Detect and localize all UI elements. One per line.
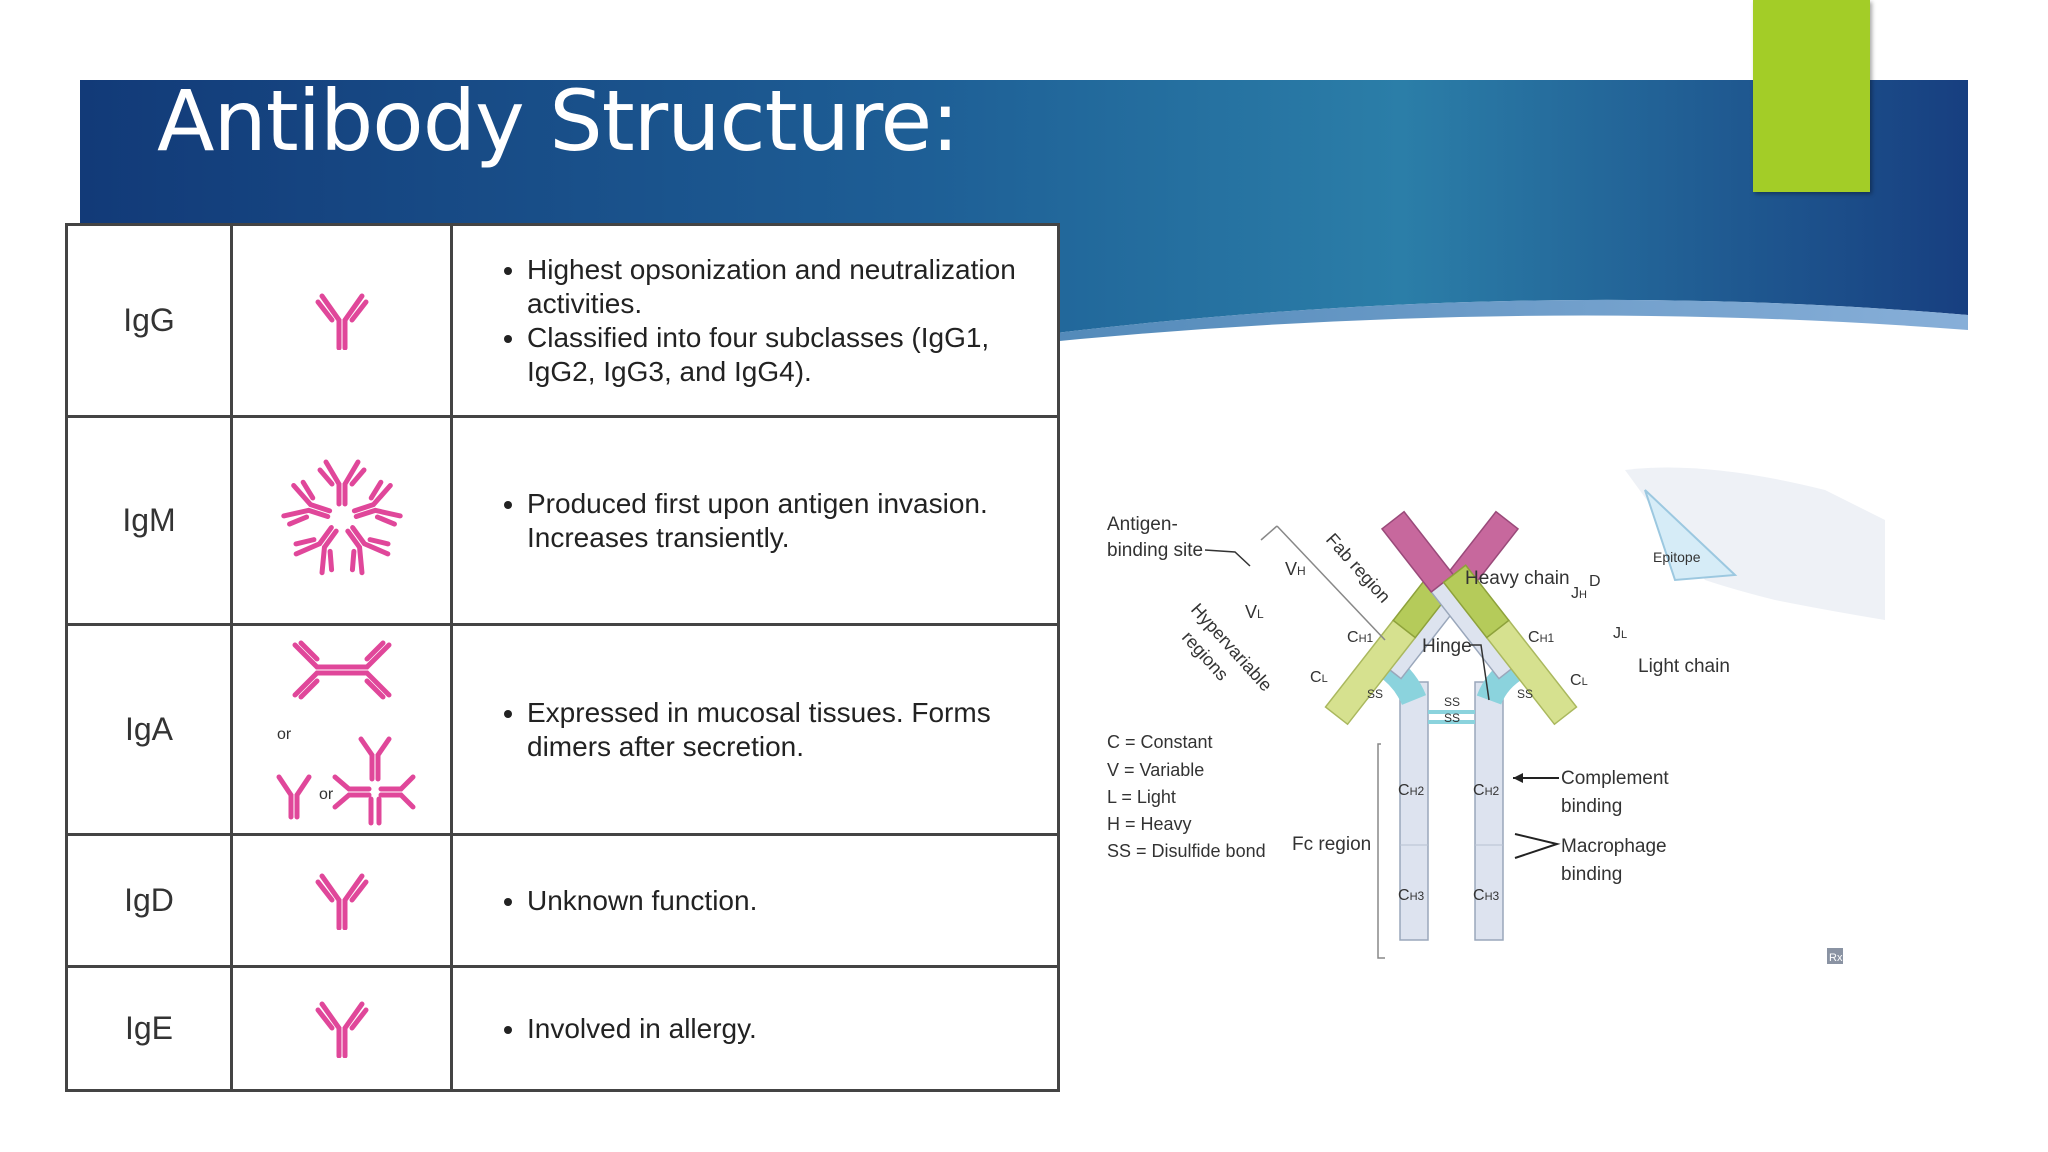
table-row: IgD Unknown function. [65, 833, 1060, 968]
monomer-antibody-icon [315, 873, 368, 931]
description-bullet: Expressed in mucosal tissues. Forms dime… [527, 696, 1056, 764]
arrow-icon [1470, 644, 1490, 701]
segment-label: D [1589, 573, 1601, 590]
fc-region-label: Fc region [1292, 834, 1371, 855]
ss-label: SS [1444, 711, 1460, 725]
or-label: or [319, 786, 334, 803]
segment-label: JH [1571, 585, 1587, 602]
class-name: IgA [65, 623, 233, 836]
table-row: IgG Highest opsonization and neutralizat… [65, 223, 1060, 418]
antibody-structure-diagram: Antigen- binding site Fab region Hyperva… [1107, 467, 1885, 964]
complement-binding-label: binding [1561, 796, 1622, 817]
monomer-antibody-icon [315, 1001, 368, 1059]
class-name: IgM [65, 415, 233, 626]
ss-label: SS [1367, 687, 1383, 701]
arrow-icon [1513, 773, 1523, 783]
macrophage-binding-label: binding [1561, 864, 1622, 885]
legend-item: C = Constant [1107, 732, 1213, 752]
antibody-class-table: IgG Highest opsonization and neutralizat… [65, 223, 1060, 1092]
rx-logo-label: Rx [1829, 952, 1843, 964]
segment-label: CL [1310, 669, 1328, 686]
legend-item: L = Light [1107, 787, 1176, 807]
or-label: or [277, 726, 292, 743]
pentamer-antibody-icon [280, 459, 403, 576]
segment-label: CH1 [1528, 629, 1555, 646]
table-row: IgA or or Ex [65, 623, 1060, 836]
ss-label: SS [1444, 695, 1460, 709]
class-name: IgD [65, 833, 233, 968]
segment-label: CL [1570, 672, 1588, 689]
description-bullet: Unknown function. [527, 884, 1056, 918]
complement-binding-label: Complement [1561, 768, 1669, 789]
segment-label: VH [1285, 559, 1306, 579]
ss-label: SS [1517, 687, 1533, 701]
heavy-chain-label: Heavy chain [1465, 568, 1570, 589]
light-chain-label: Light chain [1638, 656, 1730, 677]
arrow-icon [1514, 833, 1561, 859]
table-row: IgM Produced first upon antigen invasion… [65, 415, 1060, 626]
description-bullet: Highest opsonization and neutralization … [527, 253, 1056, 321]
segment-label: CH2 [1473, 782, 1500, 799]
segment-label: CH3 [1398, 887, 1425, 904]
antigen-binding-site-label: Antigen- [1107, 514, 1178, 535]
dimer-antibody-icon: or or [276, 640, 415, 826]
epitope-label: Epitope [1653, 549, 1701, 565]
segment-label: CH2 [1398, 782, 1425, 799]
description-bullet: Classified into four subclasses (IgG1, I… [527, 321, 1056, 389]
accent-bar [1753, 0, 1870, 192]
slide-title: Antibody Structure: [157, 72, 959, 170]
segment-label: JL [1613, 625, 1627, 642]
legend-item: SS = Disulfide bond [1107, 841, 1266, 861]
arrow-icon [1204, 549, 1251, 567]
legend-item: H = Heavy [1107, 814, 1192, 834]
antigen-shape [1625, 467, 1885, 620]
description-bullet: Involved in allergy. [527, 1012, 1056, 1046]
monomer-antibody-icon [315, 293, 368, 351]
macrophage-binding-label: Macrophage [1561, 836, 1667, 857]
segment-label: VL [1245, 602, 1264, 622]
fab-region-label: Fab region [1322, 529, 1394, 606]
hinge-label: Hinge [1422, 636, 1472, 657]
table-row: IgE Involved in allergy. [65, 965, 1060, 1092]
rx-logo-icon [1827, 948, 1843, 964]
antigen-binding-site-label: binding site [1107, 540, 1203, 561]
description-bullet: Produced first upon antigen invasion. In… [527, 487, 1056, 555]
class-name: IgG [65, 223, 233, 418]
legend-item: V = Variable [1107, 760, 1204, 780]
segment-label: CH1 [1347, 629, 1374, 646]
class-name: IgE [65, 965, 233, 1092]
epitope-shape [1644, 489, 1738, 582]
segment-label: CH3 [1473, 887, 1500, 904]
